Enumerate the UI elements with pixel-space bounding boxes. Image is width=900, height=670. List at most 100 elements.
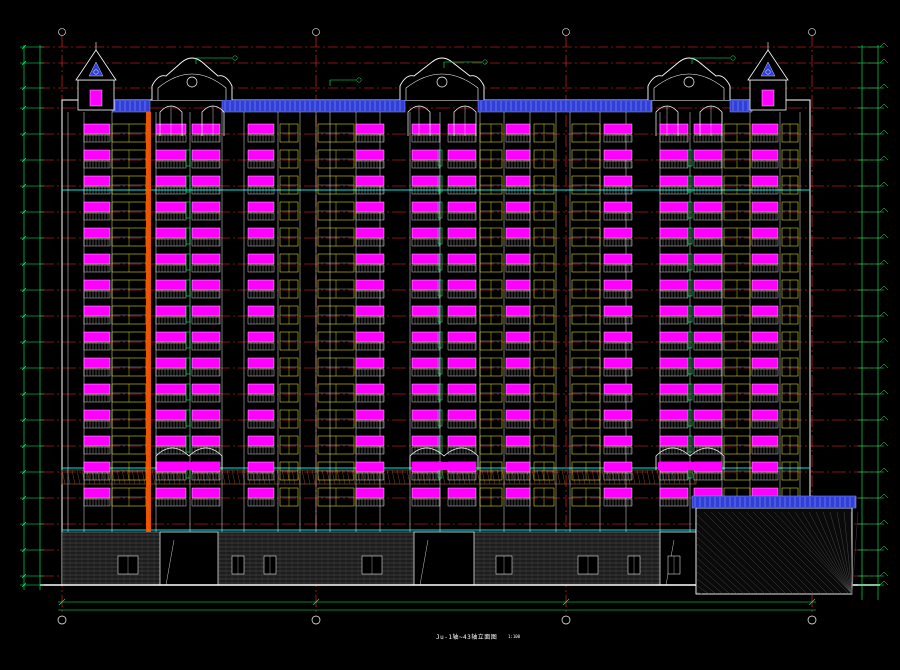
gable-outline	[399, 57, 485, 100]
balcony-rail	[447, 420, 477, 429]
balcony-rail	[603, 134, 633, 143]
glass-panel	[659, 201, 689, 213]
slit-window	[185, 175, 191, 193]
brick-hatch	[136, 469, 141, 485]
glass-panel	[191, 123, 221, 135]
balcony-rail	[83, 498, 111, 507]
brick-hatch	[331, 469, 336, 485]
brick-hatch	[486, 469, 491, 485]
leader-bubble	[730, 55, 736, 61]
balcony-rail	[247, 316, 275, 325]
dimension-slash	[312, 598, 320, 606]
annex-hatch	[808, 511, 853, 595]
glass-panel	[693, 331, 723, 343]
balcony-rail	[693, 238, 723, 247]
balcony-rail	[693, 290, 723, 299]
balcony-rail	[411, 420, 441, 429]
brick-hatch	[596, 469, 601, 485]
annex-hatch	[731, 511, 815, 595]
slit-window	[185, 331, 191, 349]
slit-window	[437, 435, 443, 453]
glass-panel	[411, 383, 441, 395]
brick-hatch	[631, 469, 636, 485]
brick-hatch	[296, 469, 301, 485]
annex-hatch	[695, 535, 759, 595]
elevation-marker-icon	[879, 103, 889, 109]
brick-hatch	[536, 469, 541, 485]
glass-panel	[447, 487, 477, 499]
elevation-marker-icon	[879, 58, 889, 64]
balcony-rail	[247, 212, 275, 221]
balcony-rail	[191, 290, 221, 299]
glass-panel	[505, 227, 531, 239]
balcony-rail	[411, 134, 441, 143]
roof-strip	[729, 99, 753, 113]
brick-hatch	[81, 469, 86, 485]
brick-hatch	[556, 469, 561, 485]
brick-hatch	[241, 469, 246, 485]
roof-strip	[221, 99, 406, 113]
glass-panel	[659, 305, 689, 317]
brick-hatch	[676, 469, 681, 485]
balcony-rail	[751, 160, 779, 169]
glass-panel	[505, 253, 531, 265]
glass-panel	[447, 149, 477, 161]
balcony-rail	[603, 186, 633, 195]
glass-panel	[155, 253, 187, 265]
roof-strip	[111, 99, 151, 113]
arch-glass	[658, 462, 722, 470]
glass-panel	[505, 123, 531, 135]
brick-hatch	[356, 469, 361, 485]
glass-panel	[693, 175, 723, 187]
glass-panel	[603, 201, 633, 213]
glass-panel	[447, 435, 477, 447]
gable-icon	[151, 57, 233, 136]
glass-panel	[411, 175, 441, 187]
tower-blue-face	[88, 61, 104, 77]
annex-hatch	[695, 556, 738, 595]
brick-hatch	[506, 469, 511, 485]
glass-panel	[411, 201, 441, 213]
elevation-marker-icon	[879, 285, 889, 291]
glass-panel	[693, 253, 723, 265]
balcony-rail	[83, 160, 111, 169]
glass-panel	[247, 461, 275, 473]
glass-panel	[693, 201, 723, 213]
elevation-marker-icon	[879, 311, 889, 317]
glass-panel	[83, 435, 111, 447]
glass-panel	[191, 331, 221, 343]
glass-panel	[505, 487, 531, 499]
glass-panel	[447, 175, 477, 187]
brick-hatch	[126, 469, 131, 485]
glass-panel	[247, 279, 275, 291]
annex-hatch	[695, 584, 710, 595]
brick-hatch	[681, 469, 686, 485]
brick-hatch	[346, 469, 351, 485]
annex-hatch	[836, 511, 853, 595]
balcony-rail	[751, 212, 779, 221]
dimension-slash	[21, 521, 27, 527]
glass-panel	[83, 149, 111, 161]
slit-window	[687, 149, 693, 167]
leader-line	[443, 61, 482, 68]
balcony-rail	[355, 342, 385, 351]
glass-panel	[693, 409, 723, 421]
glass-panel	[505, 175, 531, 187]
glass-panel	[355, 175, 385, 187]
annex-hatch	[752, 511, 836, 595]
brick-hatch	[266, 469, 271, 485]
dimension-slash	[21, 85, 27, 91]
brick-hatch	[221, 469, 226, 485]
brick-hatch	[456, 469, 461, 485]
elevation-marker-icon	[879, 83, 889, 89]
building-elevation	[40, 42, 880, 586]
elevation-leaders	[195, 55, 736, 86]
tower-clock	[765, 69, 771, 75]
brick-hatch	[636, 469, 641, 485]
brick-hatch	[101, 469, 106, 485]
glass-panel	[191, 357, 221, 369]
glass-panel	[155, 201, 187, 213]
grid-bubble-icon	[312, 28, 320, 36]
glass-panel	[411, 331, 441, 343]
brick-hatch	[66, 469, 71, 485]
